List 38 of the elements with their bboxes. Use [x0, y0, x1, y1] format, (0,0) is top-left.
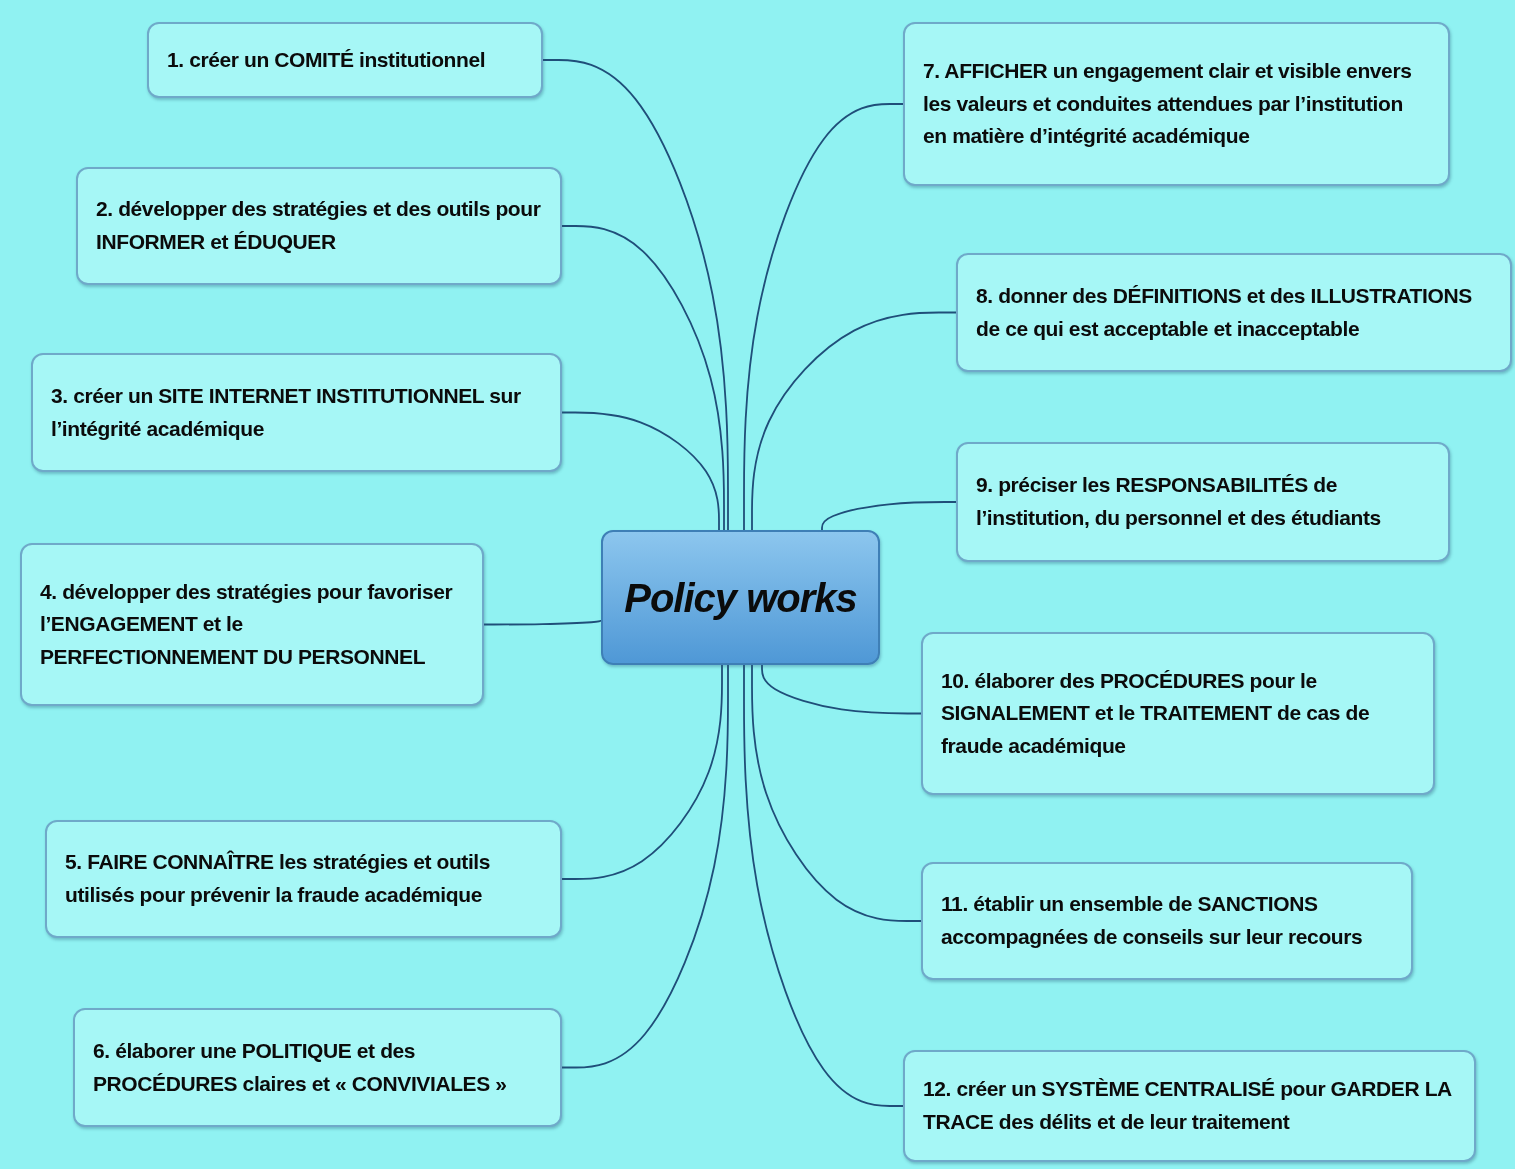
central-topic-text: Policy works — [624, 574, 857, 622]
topic-text: 2. développer des stratégies et des outils pour INFORMER et ÉDUQUER — [96, 196, 542, 255]
central-topic-box — [601, 530, 880, 665]
connector-line — [483, 619, 602, 626]
connector-line — [743, 103, 904, 531]
topic-box — [76, 167, 562, 285]
topic-box — [147, 22, 543, 98]
topic-box — [956, 253, 1512, 372]
topic-text: 12. créer un SYSTÈME CENTRALISÉ pour GARDER LA TRACE des délits et de leur traitement — [923, 1076, 1453, 1135]
topic-box — [20, 543, 484, 706]
topic-box — [45, 820, 562, 938]
topic-text: 1. créer un COMITÉ institutionnel — [167, 46, 486, 73]
topic-box — [921, 862, 1413, 980]
connector-line — [821, 501, 957, 531]
topic-text: 10. élaborer des PROCÉDURES pour le SIGNALEMENT et le TRAITEMENT de cas de fraude académique — [941, 667, 1371, 759]
topic-text: 9. préciser les RESPONSABILITÉS de l’institution, du personnel et des étudiants — [976, 472, 1382, 531]
connector-line — [561, 411, 720, 531]
connector-line — [561, 225, 725, 531]
topic-text: 5. FAIRE CONNAÎTRE les stratégies et outils utilisés pour prévenir la fraude académique — [65, 849, 492, 908]
connector-line — [751, 664, 922, 922]
topic-text: 4. développer des stratégies pour favoriser l’ENGAGEMENT et le PERFECTIONNEMENT DU PERSONNEL — [40, 578, 454, 670]
topic-box — [956, 442, 1450, 562]
topic-text: 7. AFFICHER un engagement clair et visible envers les valeurs et conduites attendues par l’institution en matière d’intégrité académique — [923, 58, 1413, 150]
topic-box — [903, 1050, 1476, 1162]
topic-box — [31, 353, 562, 472]
topic-text: 6. élaborer une POLITIQUE et des PROCÉDURES claires et « CONVIVIALES » — [93, 1037, 508, 1097]
connector-line — [743, 664, 904, 1107]
topic-text: 8. donner des DÉFINITIONS et des ILLUSTRATIONS de ce qui est acceptable et inacceptable — [976, 282, 1473, 342]
topic-box — [73, 1008, 562, 1127]
topic-box — [921, 632, 1435, 795]
topic-box — [903, 22, 1450, 186]
topic-text: 3. créer un SITE INTERNET INSTITUTIONNEL sur l’intégrité académique — [51, 382, 522, 442]
connector-line — [542, 59, 729, 531]
connector-line — [761, 664, 922, 715]
connector-line — [561, 664, 723, 880]
connector-line — [751, 311, 957, 531]
topic-text: 11. établir un ensemble de SANCTIONS accompagnées de conseils sur leur recours — [941, 891, 1364, 950]
connector-line — [561, 664, 729, 1069]
